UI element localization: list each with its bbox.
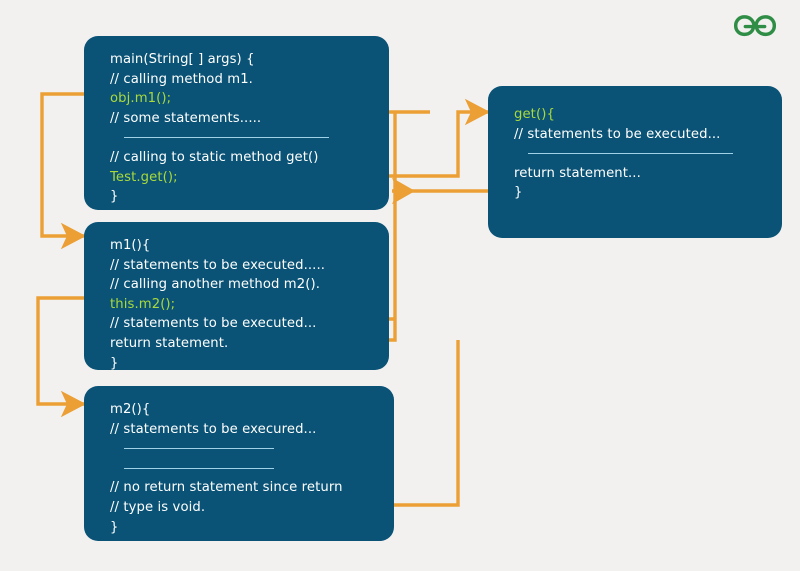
get-method-code: get(){ // statements to be executed... r… bbox=[488, 86, 782, 215]
code-line: // some statements..... bbox=[110, 110, 262, 126]
code-line: // calling another method m2(). bbox=[110, 277, 321, 293]
code-line: return statement... bbox=[514, 165, 641, 181]
main-method-box: main(String[ ] args) { // calling method… bbox=[84, 36, 389, 210]
code-line: m2(){ bbox=[110, 402, 151, 417]
code-line: obj.m1(); bbox=[110, 91, 172, 107]
code-line: this.m2(); bbox=[110, 296, 176, 312]
code-line: } bbox=[110, 189, 119, 205]
code-line: // statements to be executed... bbox=[110, 316, 317, 332]
code-line: // statements to be executed..... bbox=[110, 257, 326, 273]
code-line: } bbox=[110, 519, 119, 535]
code-line: } bbox=[110, 355, 119, 371]
m2-method-code: m2(){ // statements to be execured... //… bbox=[84, 386, 394, 549]
m1-method-code: m1(){ // statements to be executed..... … bbox=[84, 222, 389, 385]
get-method-box: get(){ // statements to be executed... r… bbox=[488, 86, 782, 238]
code-line: // no return statement since return bbox=[110, 480, 343, 496]
code-line: get(){ bbox=[514, 107, 555, 122]
code-divider-rule bbox=[110, 459, 378, 479]
code-line: // calling to static method get() bbox=[110, 149, 319, 165]
geeksforgeeks-logo bbox=[733, 15, 777, 37]
code-line: m1(){ bbox=[110, 238, 151, 253]
code-line: return statement. bbox=[110, 335, 229, 351]
code-divider-rule bbox=[514, 144, 766, 164]
code-line: main(String[ ] args) { bbox=[110, 52, 255, 67]
code-line: // statements to be execured... bbox=[110, 421, 317, 437]
code-divider-rule bbox=[110, 439, 378, 459]
main-method-code: main(String[ ] args) { // calling method… bbox=[84, 36, 389, 219]
arrow-m1-calls-m2 bbox=[36, 296, 112, 418]
arrow-main-calls-m1 bbox=[40, 92, 112, 250]
m1-method-box: m1(){ // statements to be executed..... … bbox=[84, 222, 389, 371]
code-line: // type is void. bbox=[110, 499, 206, 515]
m2-method-box: m2(){ // statements to be execured... //… bbox=[84, 386, 394, 541]
code-line: // statements to be executed... bbox=[514, 126, 721, 142]
code-divider-rule bbox=[110, 128, 373, 148]
code-line: // calling method m1. bbox=[110, 71, 253, 87]
code-line: Test.get(); bbox=[110, 169, 178, 185]
code-line: } bbox=[514, 185, 523, 201]
